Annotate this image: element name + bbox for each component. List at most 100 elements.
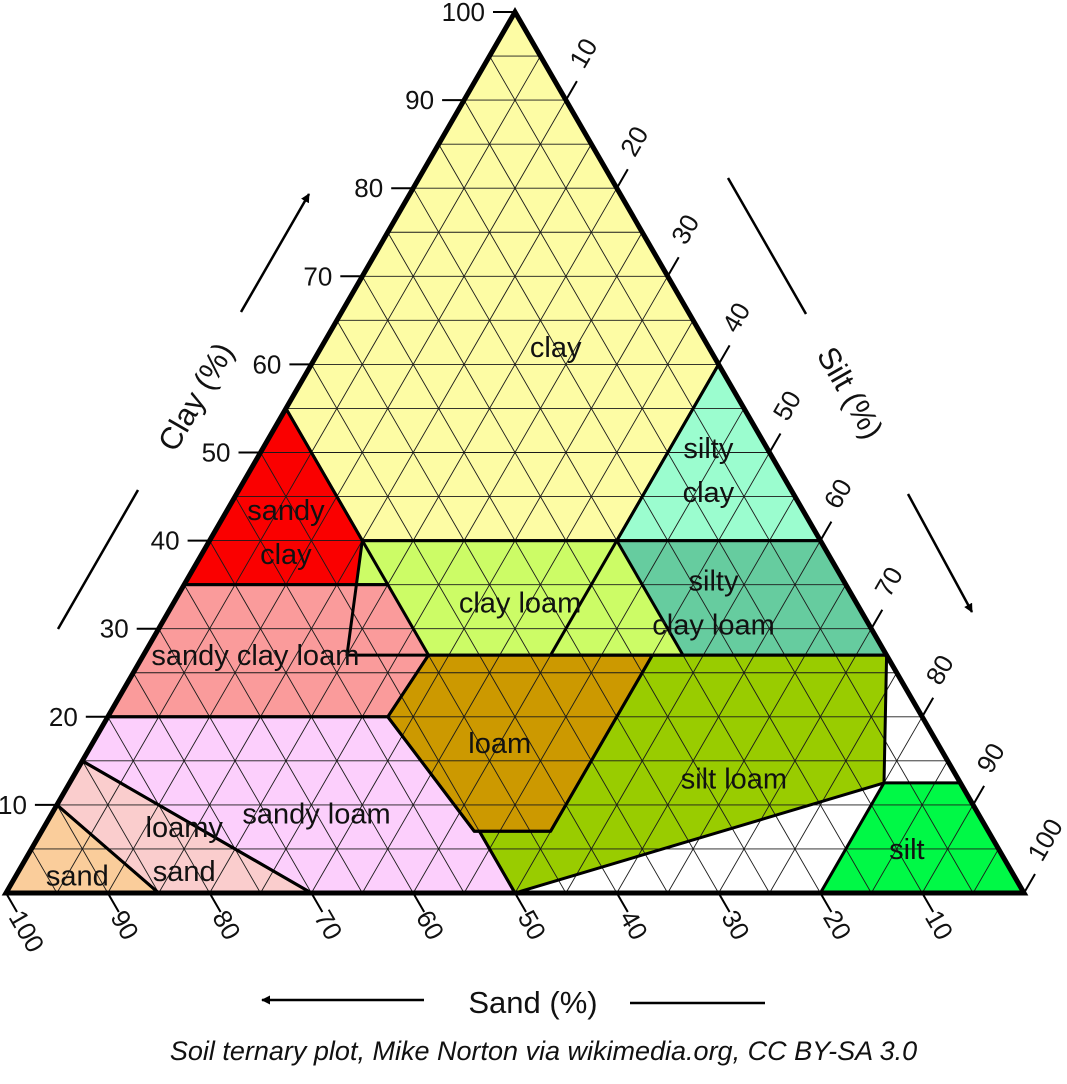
grid-line — [565, 496, 796, 894]
grid-line — [438, 143, 872, 894]
sand-axis-title: Sand (%) — [468, 985, 597, 1020]
grid-line — [616, 540, 821, 894]
grid-line — [463, 408, 745, 894]
tick-mark — [870, 609, 884, 630]
region-silt-loam — [479, 655, 887, 893]
region-label-line: clay — [530, 332, 582, 364]
silt-tick-label: 80 — [919, 650, 959, 690]
silt-axis-arrow — [906, 493, 974, 613]
clay-tick-label: 90 — [405, 85, 434, 115]
region-label-line: sand — [153, 856, 216, 888]
tick-mark — [514, 892, 527, 913]
clay-tick-label: 20 — [49, 702, 78, 732]
silt-tick-label: 50 — [767, 385, 807, 425]
tick-mark — [666, 256, 680, 277]
tick-mark — [5, 892, 18, 913]
clay-tick-label: 50 — [202, 438, 231, 468]
region-label-clay-loam: clay loam — [459, 587, 582, 619]
silt-tick-label: 30 — [665, 209, 705, 249]
region-label-sandy-clay-loam: sandy clay loam — [151, 640, 359, 672]
region-loamy-sand — [56, 760, 312, 893]
clay-tick-label: 70 — [303, 261, 332, 291]
grid-line — [336, 320, 669, 894]
clay-tick-label: 30 — [100, 614, 129, 644]
clay-tick-label: 100 — [442, 0, 485, 27]
region-label-line: silt — [889, 834, 924, 866]
region-label-line: clay loam — [652, 609, 775, 641]
grid-line — [56, 55, 541, 894]
region-label-sandy-clay: sandy clay — [247, 495, 325, 571]
tick-mark — [819, 892, 833, 913]
grid-line — [260, 232, 643, 894]
grid-line — [921, 804, 974, 894]
region-label-sand: sand — [46, 860, 109, 892]
grid-line — [769, 672, 898, 894]
region-label-line: loam — [468, 728, 531, 760]
silt-axis-title: Silt (%) — [810, 341, 890, 445]
grid-line — [132, 672, 261, 894]
sand-tick-label: 10 — [919, 905, 959, 945]
grid-line — [718, 628, 872, 894]
tick-mark — [106, 892, 120, 913]
grid-line — [972, 848, 999, 894]
grid-line — [489, 55, 974, 894]
grid-line — [234, 496, 465, 894]
grid-line — [31, 848, 58, 894]
region-silt — [820, 782, 1024, 893]
tick-mark — [615, 168, 629, 189]
region-label-line: clay — [260, 539, 312, 571]
silt-tick-label: 10 — [563, 33, 603, 73]
tick-mark — [768, 432, 782, 454]
tick-mark — [819, 521, 833, 542]
grid-line — [387, 232, 770, 894]
clay-tick-label: 60 — [252, 349, 281, 379]
grid-line — [158, 143, 592, 894]
grid-line — [183, 584, 363, 894]
sand-tick-label: 100 — [3, 905, 51, 958]
region-label-line: sand — [46, 860, 109, 892]
region-label-line: silt loam — [681, 764, 787, 796]
tick-mark — [565, 80, 578, 101]
grid-line — [158, 628, 312, 894]
region-label-line: silty — [683, 433, 733, 465]
tick-marks — [5, 11, 1036, 913]
region-label-line: sandy — [247, 495, 325, 527]
region-label-silty-clay: silty clay — [683, 433, 735, 509]
clay-tick-label: 10 — [0, 790, 27, 820]
region-sandy-clay-loam — [107, 584, 429, 717]
region-label-line: clay — [683, 477, 735, 509]
grid-line — [361, 320, 694, 894]
tick-mark — [921, 892, 935, 913]
clay-axis-arrow — [239, 193, 311, 313]
tick-mark — [972, 785, 985, 806]
clay-tick-label: 80 — [354, 173, 383, 203]
sand-tick-label: 50 — [512, 905, 552, 945]
grid-line — [667, 584, 847, 894]
tick-mark — [412, 892, 426, 913]
tick-mark — [921, 697, 935, 718]
silt-tick-label: 90 — [970, 738, 1010, 778]
grid-line — [81, 760, 160, 894]
silt-tick-label: 70 — [869, 562, 909, 602]
sand-tick-label: 20 — [817, 905, 857, 945]
grid-line — [56, 804, 109, 894]
region-label-clay: clay — [530, 332, 582, 364]
region-label-line: sandy loam — [242, 799, 390, 831]
sand-tick-label: 30 — [715, 905, 755, 945]
region-label-line: clay loam — [459, 587, 582, 619]
region-label-loam: loam — [468, 728, 531, 760]
tick-mark — [717, 892, 731, 913]
silt-tick-label: 100 — [1021, 813, 1067, 866]
region-label-line: sandy clay loam — [151, 640, 359, 672]
clay-axis-line — [56, 489, 140, 630]
grid-line — [260, 452, 516, 894]
tick-mark — [208, 892, 222, 913]
silt-tick-label: 20 — [614, 121, 654, 161]
tick-mark — [1023, 873, 1036, 894]
region-label-sandy-loam: sandy loam — [242, 799, 390, 831]
clay-tick-label: 40 — [151, 526, 180, 556]
